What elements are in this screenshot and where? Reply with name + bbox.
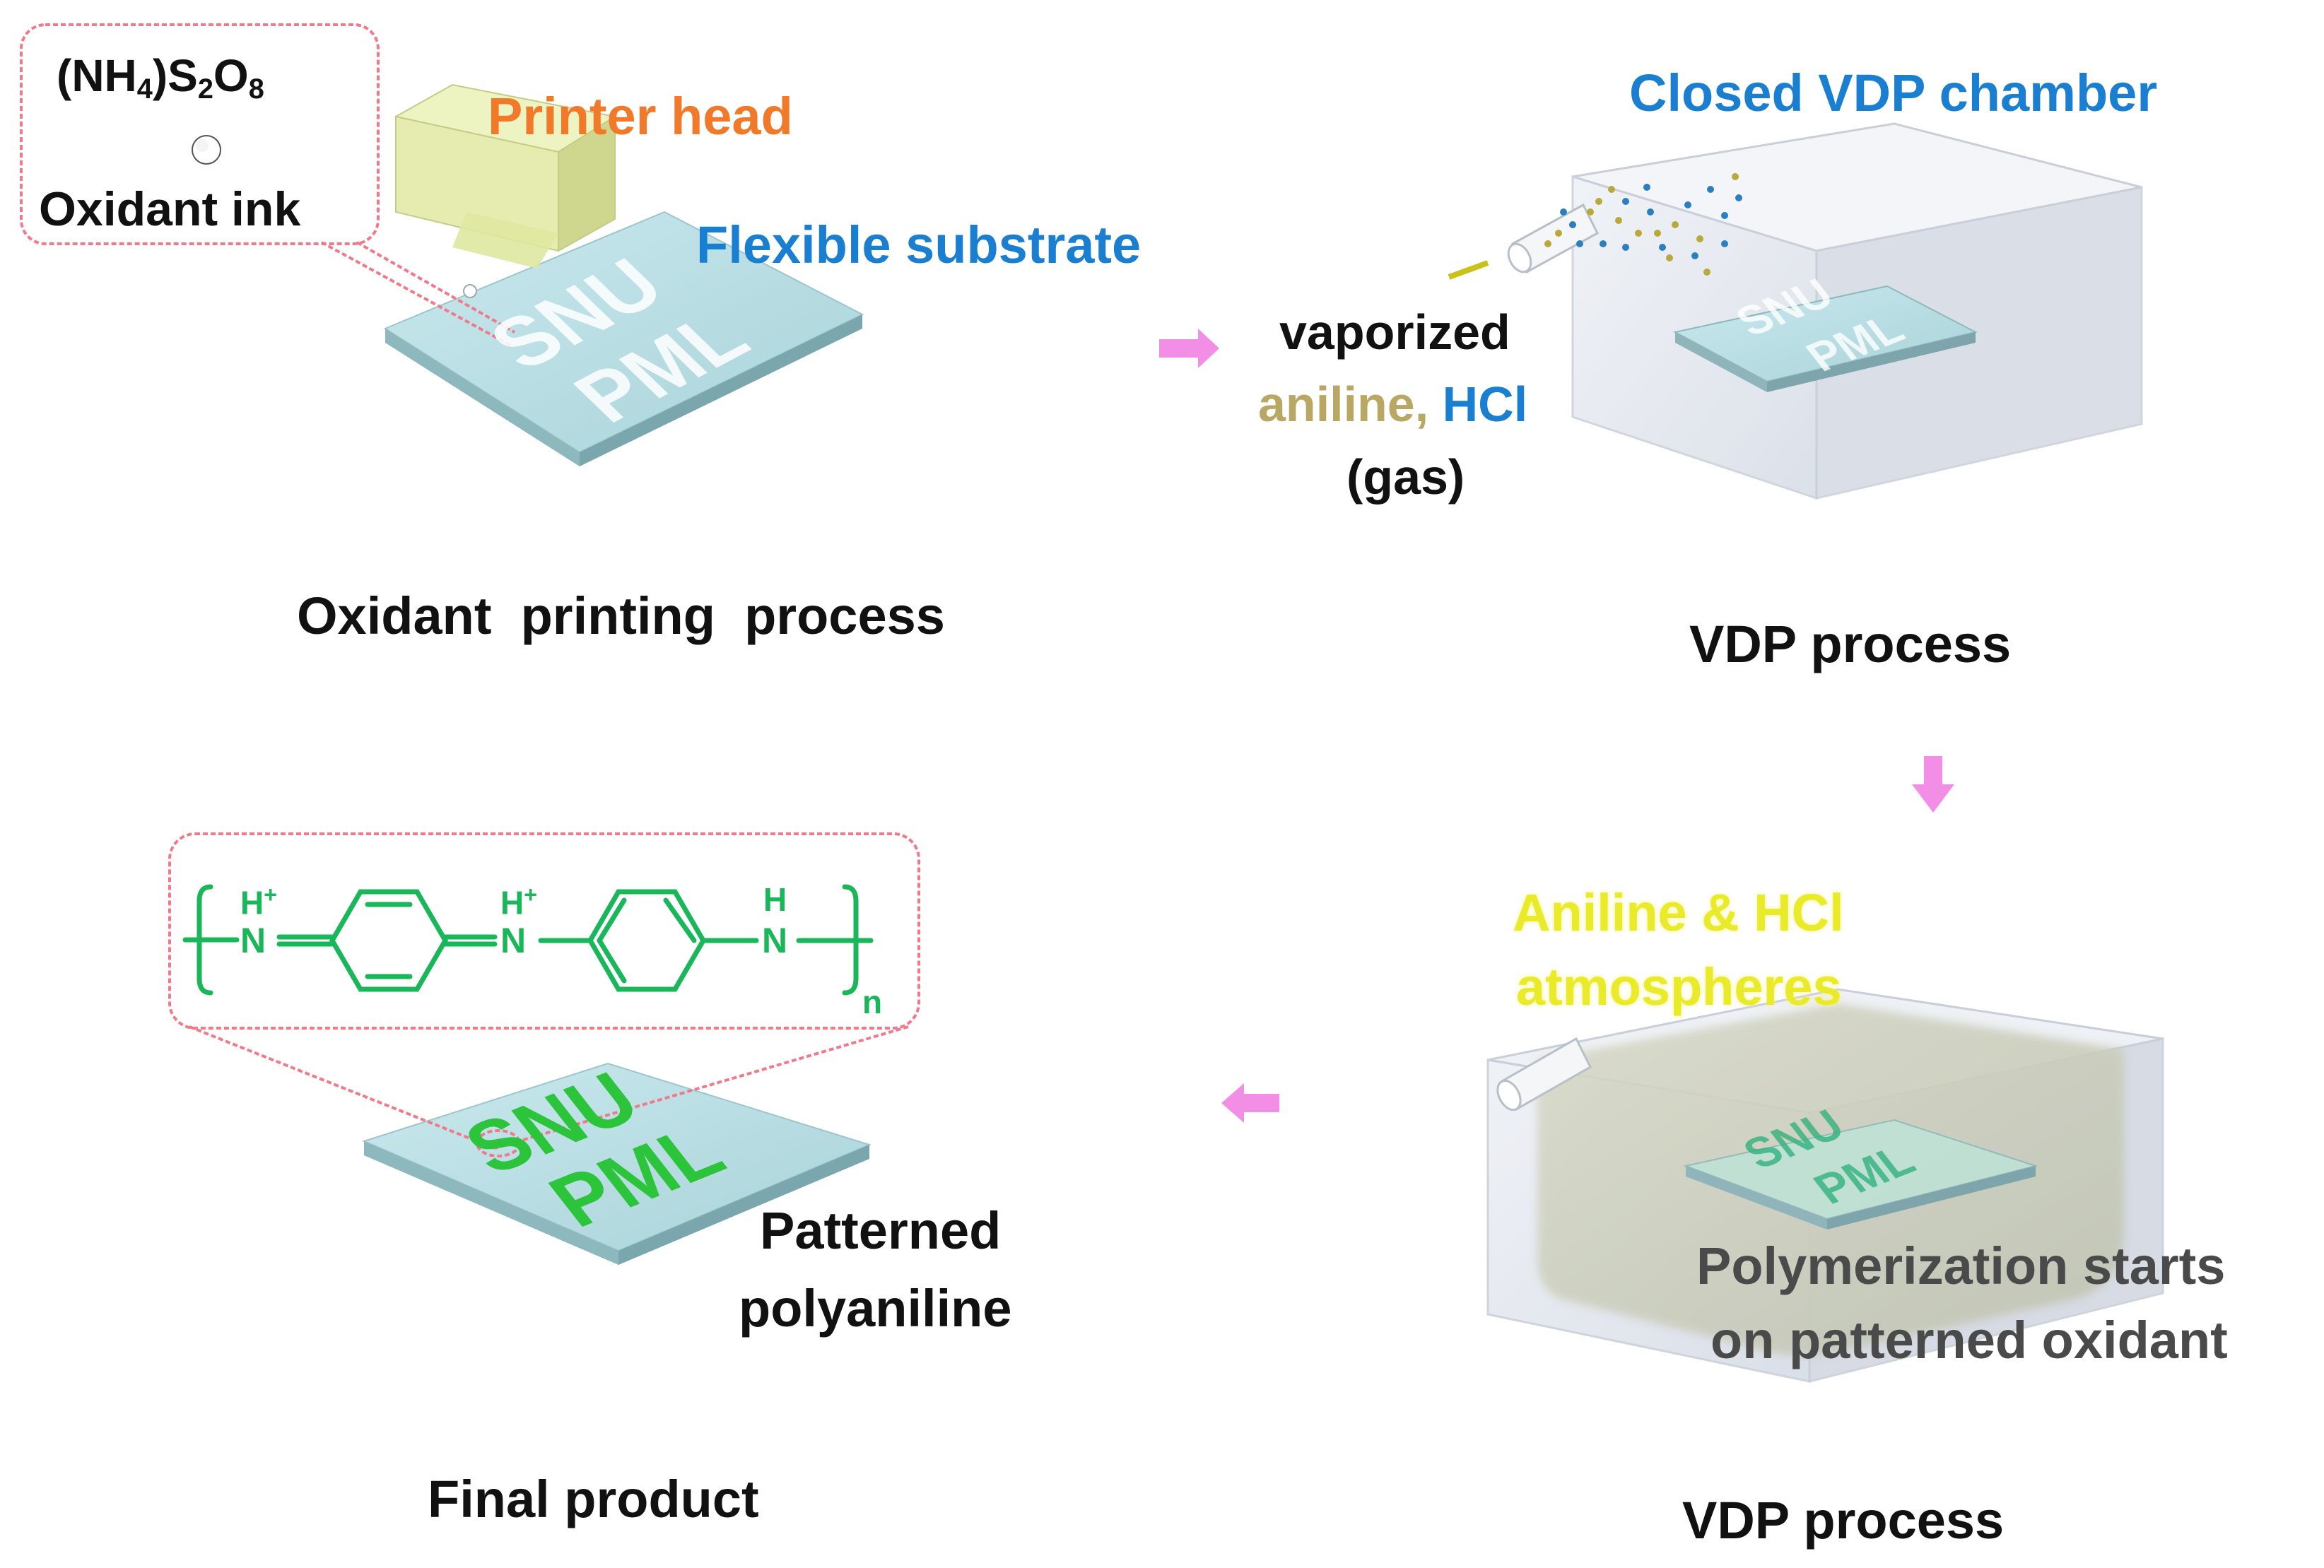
vapor-particle [1622,244,1629,251]
patterned-label: Patterned [760,1201,1002,1260]
vapor-species-label: aniline, HCl [1258,379,1527,429]
structure-n2: N [500,921,527,960]
arrow-right [1159,329,1219,368]
panel1-substrate [383,211,864,466]
vapor-particle [1555,230,1562,237]
vapor-particle [1691,252,1698,259]
aniline-gas-label: aniline, [1258,377,1429,432]
vapor-particle [1615,217,1622,224]
panel1-callout [20,23,515,348]
vapor-particle [1735,194,1742,201]
vapor-particle [1587,208,1594,216]
structure-n1: N [240,921,266,960]
panel3-inlet-pipe [1496,1037,1592,1112]
vapor-particle [1707,186,1714,193]
vapor-particle [1647,208,1654,216]
vapor-particle [1696,235,1703,242]
arrow-down [1912,756,1954,813]
printer-head-label: Printer head [488,87,793,146]
atmosphere-label-line2: atmospheres [1516,957,1842,1016]
vapor-particle [1569,221,1576,228]
hcl-gas-label: HCl [1442,377,1528,432]
panel3-chamber [1486,988,2164,1383]
panel1-ink-drop [463,284,477,298]
vapor-particle [1721,212,1728,219]
vdp-process-caption-1: VDP process [1689,615,2012,673]
vapor-particle [1576,240,1583,247]
panel1-printer-head [394,83,617,269]
polymerization-label-line2: on patterned oxidant [1710,1311,2228,1369]
panel2-chamber [1571,122,2143,500]
vapor-particle [1654,230,1661,237]
vapor-particle [1560,208,1567,216]
polymerization-label-line1: Polymerization starts [1696,1237,2226,1295]
vdp-process-caption-2: VDP process [1682,1491,2005,1550]
structure-h1: H+ [240,882,278,921]
vapor-particle [1703,269,1710,276]
panel2-vapor-particles [1544,173,1742,276]
vapor-particle [1666,254,1673,261]
vapor-particle [1595,198,1602,205]
structure-h2: H+ [500,882,538,921]
vapor-particle [1608,186,1615,193]
vapor-particle [1600,240,1607,247]
vapor-particle [1672,221,1679,228]
vapor-particle [1622,198,1629,205]
vaporized-label: vaporized [1279,305,1510,360]
vapor-particle [1732,173,1739,180]
final-product-caption: Final product [428,1470,759,1528]
vapor-particle [1544,240,1551,247]
structure-n3: N [762,921,788,960]
gas-label: (gas) [1346,449,1465,505]
panel4-substrate [362,1062,872,1265]
vapor-particle [1721,240,1728,247]
oxidant-printing-caption: Oxidant printing process [297,586,945,645]
oxidant-ink-label: Oxidant ink [39,182,301,236]
polyaniline-structure [182,884,874,996]
structure-subscript-n: n [862,984,883,1020]
closed-chamber-label: Closed VDP chamber [1629,64,2158,122]
oxidant-formula: (NH4)S2O8 [57,50,264,105]
vapor-particle [1659,244,1666,251]
panel2-inlet-pipe [1448,203,1599,280]
structure-h3: H [763,881,787,918]
vapor-particle [1684,201,1691,208]
vapor-particle [1643,184,1650,191]
vapor-particle [1635,230,1642,237]
arrow-left [1221,1083,1279,1123]
flexible-substrate-label: Flexible substrate [696,216,1142,274]
atmosphere-label-line1: Aniline & HCl [1513,883,1844,942]
polyaniline-label: polyaniline [739,1279,1012,1338]
